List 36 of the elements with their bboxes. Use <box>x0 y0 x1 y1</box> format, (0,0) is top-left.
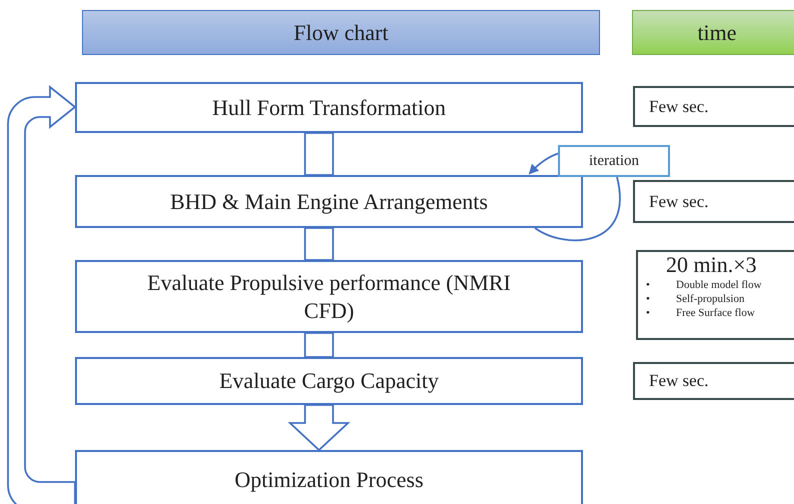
duration-text: 20 min.×3 <box>666 252 757 278</box>
time-box <box>633 86 794 127</box>
duration-text: Few sec. <box>649 190 708 212</box>
step-label: Hull Form Transformation <box>211 94 447 122</box>
header-label: time <box>696 18 738 46</box>
block-arrow <box>288 404 350 452</box>
column-header <box>82 10 600 55</box>
duration-text: Few sec. <box>649 96 708 118</box>
column-header <box>632 10 794 55</box>
process-box <box>75 450 583 504</box>
bullet-item: Free Surface flow <box>676 306 755 320</box>
bullet-marker: • <box>646 292 651 306</box>
header-label: Flow chart <box>292 18 390 46</box>
bullet-marker: • <box>646 278 651 292</box>
step-label: Evaluate Cargo Capacity <box>218 367 440 395</box>
note-label: iteration <box>588 152 640 170</box>
step-label: Optimization Process <box>234 466 424 494</box>
bullet-item: Double model flow <box>676 278 762 292</box>
connector-band <box>304 332 334 358</box>
connector-band <box>304 132 334 176</box>
step-label: BHD & Main Engine Arrangements <box>169 188 489 216</box>
time-box <box>636 250 794 340</box>
bullet-marker: • <box>646 306 651 320</box>
time-box <box>633 362 794 400</box>
duration-text: Few sec. <box>649 370 708 392</box>
bullet-item: Self-propulsion <box>676 292 744 306</box>
process-box <box>75 82 583 133</box>
loop-arrow <box>7 86 76 504</box>
process-box <box>75 260 583 333</box>
note-box <box>558 145 670 177</box>
time-box <box>633 180 794 223</box>
process-box <box>75 175 583 228</box>
step-label: Evaluate Propulsive performance (NMRI CFD) <box>146 269 512 324</box>
process-box <box>75 357 583 405</box>
iteration-arrow <box>528 152 560 174</box>
connector-band <box>304 227 334 261</box>
